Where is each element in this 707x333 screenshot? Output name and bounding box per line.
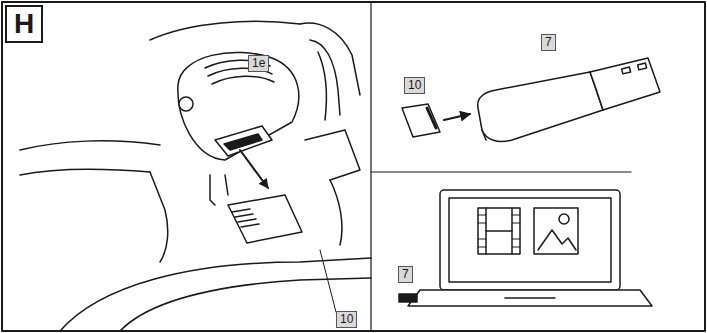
image-icon <box>534 208 578 254</box>
card-reader <box>478 58 660 142</box>
leader-line <box>320 250 336 312</box>
video-icon <box>478 208 520 254</box>
callout-number: 1e <box>248 55 269 72</box>
divider <box>371 171 631 172</box>
callout-number: 7 <box>541 34 556 51</box>
sd-card <box>228 195 336 312</box>
figure-letter: H <box>5 5 43 43</box>
drone-body <box>20 21 371 331</box>
laptop <box>399 190 652 306</box>
insert-arrow <box>444 114 470 120</box>
callout-number: 7 <box>398 266 413 283</box>
usb-stick <box>399 294 417 302</box>
sd-card-small <box>402 104 440 137</box>
callout-number: 10 <box>336 311 357 328</box>
eject-arrow <box>240 150 268 188</box>
divider <box>370 2 371 331</box>
camera-pod <box>178 52 299 160</box>
callout-number: 10 <box>404 77 425 94</box>
